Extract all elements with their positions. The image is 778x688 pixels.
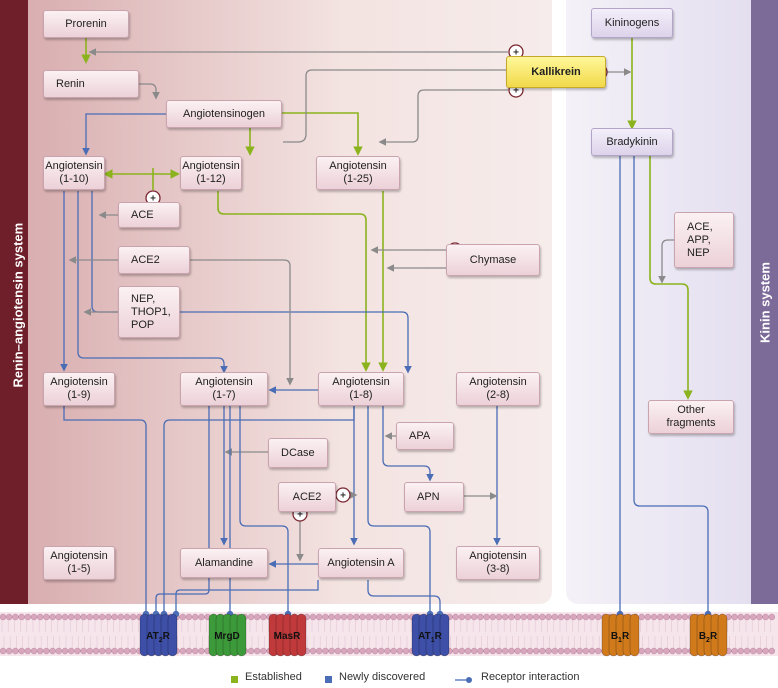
cell-membrane — [0, 612, 778, 656]
receptor-label: B2R — [699, 631, 718, 644]
svg-text:+: + — [340, 491, 346, 502]
node-ang-2-8: Angiotensin(2-8) — [456, 372, 540, 406]
node-ang-3-8: Angiotensin(3-8) — [456, 546, 540, 580]
receptor-label: B1R — [611, 631, 630, 644]
node-ang-1-9: Angiotensin(1-9) — [43, 372, 115, 406]
svg-text:+: + — [513, 86, 519, 97]
node-apa: APA — [396, 422, 454, 450]
receptor-at1r: AT1R — [411, 613, 450, 657]
node-prorenin: Prorenin — [43, 10, 129, 38]
node-ang-1-5: Angiotensin(1-5) — [43, 546, 115, 580]
receptor-label: MasR — [274, 631, 301, 642]
node-angiotensinogen: Angiotensinogen — [166, 100, 282, 128]
legend-receptor: Receptor interaction — [481, 671, 580, 683]
enzyme-links — [68, 48, 674, 562]
node-angiotensin-a: Angiotensin A — [318, 548, 404, 578]
legend-newly: Newly discovered — [339, 671, 426, 683]
node-ace-app-nep: ACE,APP,NEP — [674, 212, 734, 268]
kinin-panel — [566, 0, 778, 604]
node-kallikrein: Kallikrein — [506, 56, 606, 88]
svg-text:+: + — [150, 194, 156, 205]
receptor-label: AT2R — [146, 631, 171, 644]
node-ang-1-25: Angiotensin(1-25) — [316, 156, 400, 190]
activation-plus-icon: + — [145, 190, 161, 206]
node-chymase: Chymase — [446, 244, 540, 276]
receptor-at2r: AT2R — [139, 613, 178, 657]
established-links — [81, 38, 693, 400]
svg-text:+: + — [513, 48, 519, 59]
node-ang-1-10: Angiotensin(1-10) — [43, 156, 105, 190]
node-kininogens: Kininogens — [591, 8, 673, 38]
node-ace2-bottom: ACE2 — [278, 482, 336, 512]
node-ace: ACE — [118, 202, 180, 228]
legend-receptor-dot — [466, 677, 472, 683]
legend-newly-swatch — [325, 676, 332, 683]
node-apn: APN — [404, 482, 464, 512]
receptor-mrgd: MrgD — [208, 613, 247, 657]
svg-text:+: + — [297, 510, 303, 521]
activation-plus-icon: + — [335, 487, 351, 503]
node-bradykinin: Bradykinin — [591, 128, 673, 156]
node-ang-1-8: Angiotensin(1-8) — [318, 372, 404, 406]
node-dcase: DCase — [268, 438, 328, 468]
receptor-links — [63, 154, 709, 614]
node-ace2-top: ACE2 — [118, 246, 190, 274]
node-ang-1-12: Angiotensin(1-12) — [180, 156, 242, 190]
node-alamandine: Alamandine — [180, 548, 268, 578]
legend-established-swatch — [231, 676, 238, 683]
receptor-b2r: B2R — [689, 613, 728, 657]
node-nep-thop1-pop: NEP,THOP1,POP — [118, 286, 180, 338]
receptor-masr: MasR — [268, 613, 307, 657]
kinin-band — [751, 0, 778, 604]
node-renin: Renin — [43, 70, 139, 98]
receptor-layer: AT2R MrgD MasR AT1R B1R B2R — [139, 613, 728, 657]
receptor-b1r: B1R — [601, 613, 640, 657]
receptor-label: MrgD — [214, 631, 240, 642]
node-ang-1-7: Angiotensin(1-7) — [180, 372, 268, 406]
receptor-label: AT1R — [418, 631, 443, 644]
legend-established: Established — [245, 671, 302, 683]
